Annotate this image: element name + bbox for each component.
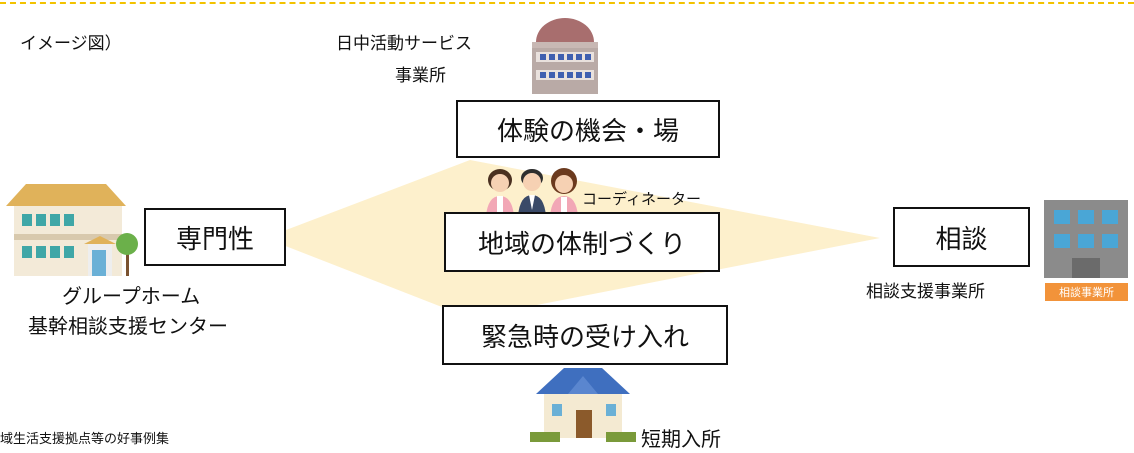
community-system-box: 地域の体制づくり: [444, 212, 720, 272]
emergency-acceptance-box: 緊急時の受け入れ: [442, 305, 728, 365]
group-home-building-icon: [6, 184, 138, 276]
caption: イメージ図）: [20, 34, 122, 54]
group-home-name-line2: 基幹相談支援センター: [28, 314, 228, 338]
coordinator-label: コーディネーター: [582, 190, 701, 208]
day-service-building-icon: [532, 18, 598, 94]
day-service-name-line2: 事業所: [395, 66, 446, 86]
coordinators-icon: [486, 168, 578, 216]
consultation-box: 相談: [893, 207, 1030, 267]
expertise-box: 専門性: [144, 208, 286, 266]
consultation-office-building-icon: [1044, 200, 1128, 278]
short-stay-house-icon: [530, 368, 636, 442]
footer-text: 域生活支援拠点等の好事例集: [0, 432, 170, 447]
experience-box: 体験の機会・場: [456, 100, 720, 158]
consultation-office-name: 相談支援事業所: [866, 282, 985, 302]
consultation-office-sign: 相談事業所: [1045, 283, 1128, 301]
top-dashed-border: [0, 2, 1134, 4]
short-stay-name: 短期入所: [641, 427, 721, 451]
day-service-name-line1: 日中活動サービス: [336, 34, 472, 54]
group-home-name-line1: グループホーム: [62, 284, 201, 308]
